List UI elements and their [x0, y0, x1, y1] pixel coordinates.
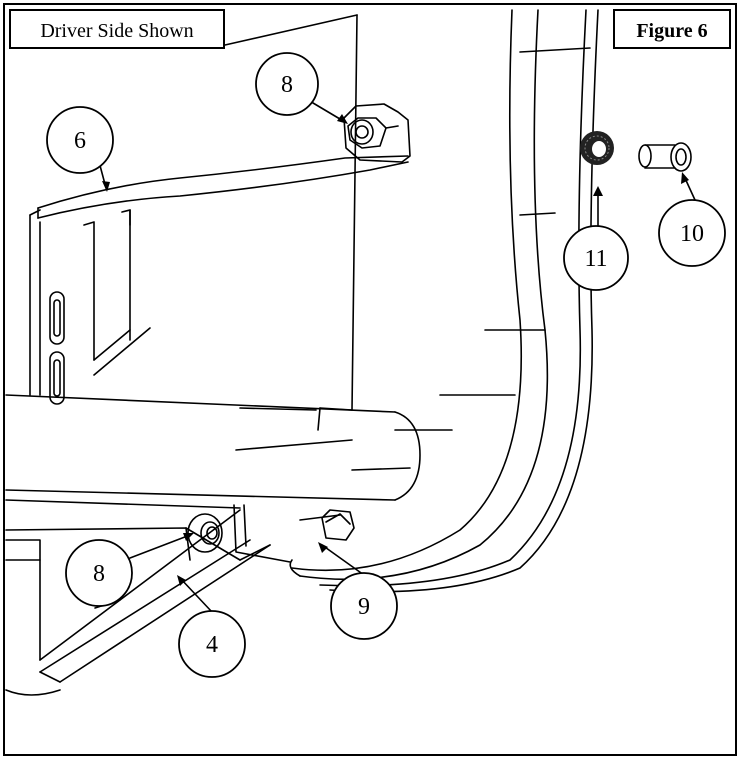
callout-10: 10: [658, 199, 726, 267]
lower-plate: [5, 499, 291, 696]
guard-hoop: [289, 9, 599, 593]
callout-9: 9: [330, 572, 398, 640]
leader-arrowheads: [102, 114, 689, 586]
bumper-assembly-drawing: [5, 9, 696, 696]
lower-bolt-9: [321, 509, 355, 541]
figure-border: [3, 3, 737, 756]
callout-10-label: 10: [680, 221, 704, 247]
washer-part: [580, 131, 614, 165]
upper-bolt: [343, 103, 411, 163]
callout-8-lower-label: 8: [93, 561, 105, 587]
bracket-slots: [49, 291, 65, 405]
callout-9-label: 9: [358, 594, 370, 620]
callout-6: 6: [46, 106, 114, 174]
upper-bracket: [29, 155, 409, 396]
caption-right-text: Figure 6: [636, 20, 707, 42]
callout-11-label: 11: [584, 246, 607, 272]
pin-part: [638, 142, 692, 172]
bumper-tube: [5, 394, 421, 501]
caption-left-box: Driver Side Shown: [9, 9, 225, 49]
callout-4: 4: [178, 610, 246, 678]
caption-left-text: Driver Side Shown: [40, 20, 193, 42]
callout-8-lower: 8: [65, 539, 133, 607]
callout-11: 11: [563, 225, 629, 291]
callout-8-upper: 8: [255, 52, 319, 116]
callout-8-upper-label: 8: [281, 72, 293, 98]
caption-right-box: Figure 6: [613, 9, 731, 49]
callout-4-label: 4: [206, 632, 218, 658]
callout-6-label: 6: [74, 128, 86, 154]
